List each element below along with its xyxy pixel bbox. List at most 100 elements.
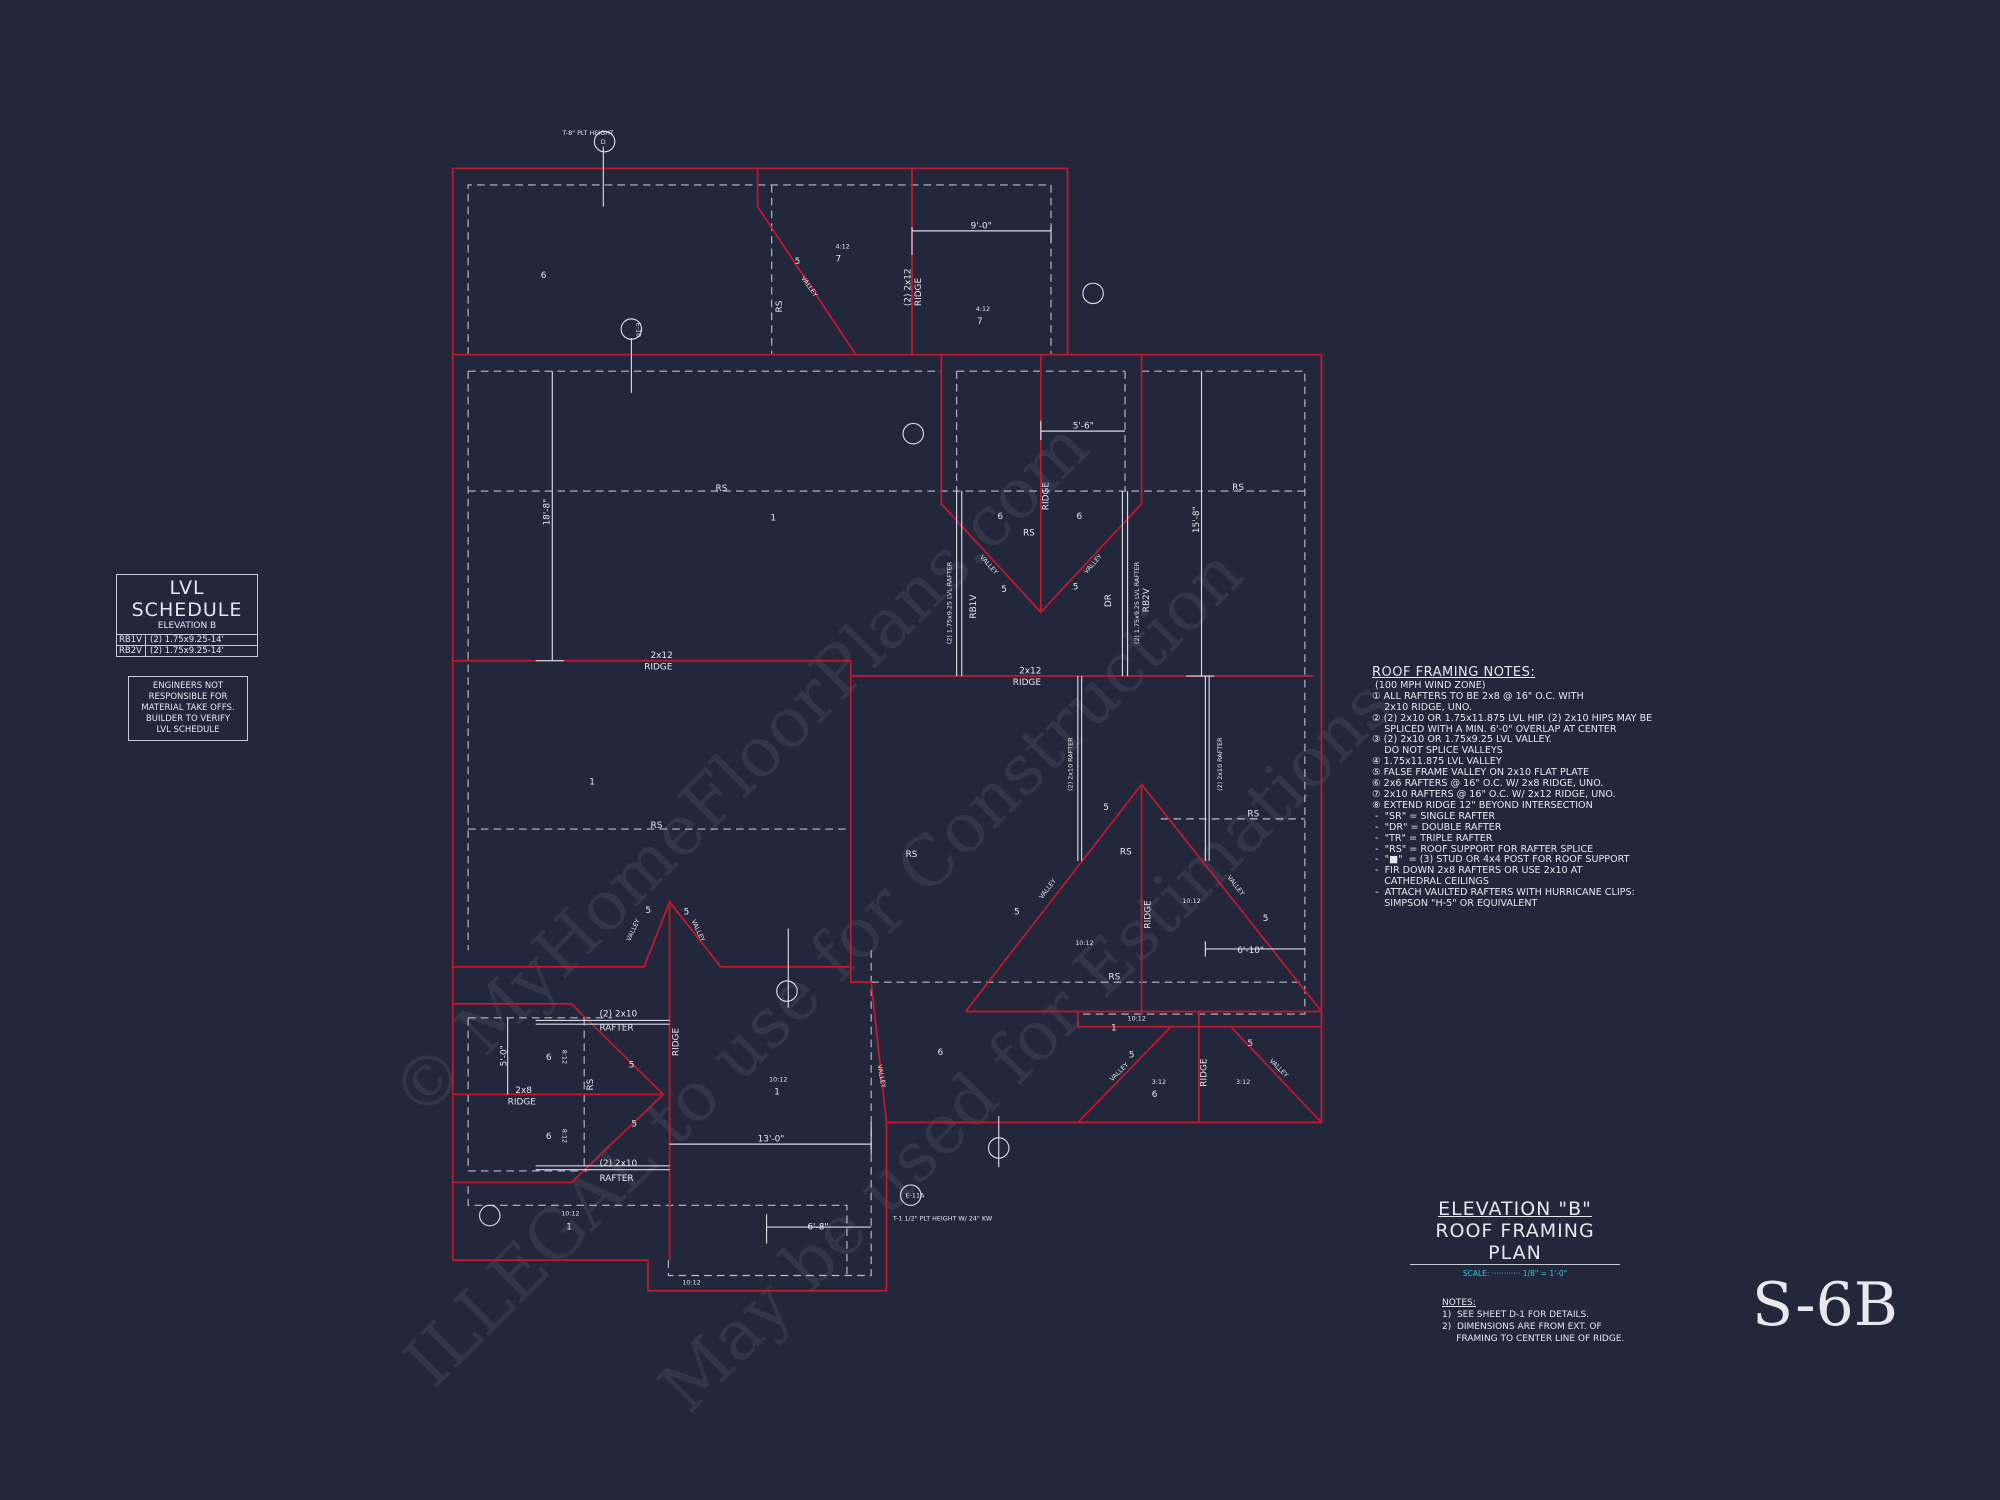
roof-note-item: ③ (2) 2x10 OR 1.75x9.25 LVL VALLEY. <box>1372 734 1552 746</box>
roof-note-item: ⑤ FALSE FRAME VALLEY ON 2x10 FLAT PLATE <box>1372 767 1590 779</box>
roof-note-item: - FIR DOWN 2x8 RAFTERS OR USE 2x10 AT <box>1372 865 1583 877</box>
rs-label: RS <box>586 1078 596 1090</box>
note-callout: 5 <box>795 257 801 267</box>
ridge-label: RIDGE <box>1144 900 1154 929</box>
pitch-label: 10:12 <box>1075 939 1093 947</box>
roof-note-item: CATHEDRAL CEILINGS <box>1372 876 1489 888</box>
section-markers: D E-11A E-10 <box>479 130 1104 1227</box>
section-marker-label: D <box>601 138 606 146</box>
rafter-label: (2) 2x10 RAFTER <box>1216 737 1224 791</box>
rafter-label: (2) 2x10 RAFTER <box>1067 737 1075 791</box>
ridge-size-label: (2) 2x12 <box>904 268 914 306</box>
note-callout: 1 <box>770 513 776 523</box>
rs-label: RS <box>1108 973 1120 983</box>
pitch-label: 10:12 <box>769 1076 787 1084</box>
plate-height-label: T-8" PLT HEIGHT <box>562 129 614 137</box>
disclaimer-line: LVL SCHEDULE <box>156 725 220 735</box>
pitch-label: 3:12 <box>1152 1078 1166 1086</box>
lvl-rafter-label: (2) 1.75x9.25 LVL RAFTER <box>946 561 954 644</box>
rs-label: RS <box>775 300 785 312</box>
rs-label: RS <box>906 850 918 860</box>
roof-notes-title: ROOF FRAMING NOTES: <box>1372 665 1536 680</box>
pitch-label: 8:12 <box>561 1129 569 1143</box>
lvl-schedule-title: LVL SCHEDULE <box>131 577 243 621</box>
roof-note-item: SPLICED WITH A MIN. 6'-0" OVERLAP AT CEN… <box>1372 723 1617 735</box>
roof-framing-notes: ROOF FRAMING NOTES: (100 MPH WIND ZONE)①… <box>1372 665 1652 910</box>
roof-note-item: - "RS" = ROOF SUPPORT FOR RAFTER SPLICE <box>1372 843 1594 855</box>
ridge-label: RIDGE <box>914 278 924 307</box>
pitch-label: 10:12 <box>1128 1014 1146 1022</box>
section-marker[interactable] <box>479 1204 501 1227</box>
roof-note-item: 2x10 RIDGE, UNO. <box>1372 701 1473 713</box>
rs-label: RS <box>1120 848 1132 858</box>
lvl-schedule-row: RB2V (2) 1.75x9.25-14' <box>117 645 257 656</box>
note-callout: 6 <box>1077 512 1083 522</box>
note-callout: 5 <box>1247 1039 1253 1049</box>
valley-label: VALLEY <box>876 1064 888 1088</box>
ridge-label: RIDGE <box>644 663 673 673</box>
pitch-label: 4:12 <box>976 305 990 313</box>
section-marker-label: E-11A <box>906 1192 925 1200</box>
general-notes: NOTES: 1) SEE SHEET D-1 FOR DETAILS. 2) … <box>1442 1297 1624 1345</box>
section-marker[interactable] <box>593 130 616 153</box>
dimension-label: 18'-8" <box>543 499 553 526</box>
beam-tag: RB1V <box>969 594 979 619</box>
ridge-label: RIDGE <box>508 1098 537 1108</box>
watermark: © MyHomeFloorPlans.com ILLEGAL to use fo… <box>376 406 1407 1427</box>
section-marker[interactable] <box>620 318 643 340</box>
dimension-label: 5'-6" <box>1073 422 1094 432</box>
drawing-scale: SCALE: ············ 1/8" = 1'-0" <box>1462 1269 1568 1278</box>
roof-note-item: - "DR" = DOUBLE RAFTER <box>1372 821 1502 833</box>
section-marker-label: E-10 <box>634 323 642 337</box>
section-marker[interactable] <box>776 980 798 1002</box>
note-callout: 6 <box>938 1048 944 1058</box>
note-callout: 1 <box>566 1223 572 1233</box>
note-callout: 5 <box>1129 1050 1135 1060</box>
ridge-label: RIDGE <box>672 1028 682 1057</box>
roof-note-item: ⑥ 2x6 RAFTERS @ 16" O.C. W/ 2x8 RIDGE, U… <box>1372 778 1604 790</box>
rafter-label: (2) 2x10 <box>599 1159 637 1169</box>
section-marker[interactable] <box>987 1137 1010 1159</box>
dimension-label: 9'-0" <box>971 221 992 231</box>
rafter-label: RAFTER <box>599 1174 633 1184</box>
pitch-label: 10:12 <box>1182 897 1200 905</box>
ridge-label: RIDGE <box>1200 1058 1210 1087</box>
note-callout: 5 <box>1073 582 1079 592</box>
lvl-schedule-row: RB1V (2) 1.75x9.25-14' <box>117 634 257 645</box>
engineer-disclaimer: ENGINEERS NOT RESPONSIBLE FOR MATERIAL T… <box>128 676 248 741</box>
dimension-label: 6'-10" <box>1237 946 1264 956</box>
dimension-label: 13'-0" <box>758 1135 785 1145</box>
beam-mark: RB1V <box>117 635 146 645</box>
rs-label: RS <box>1023 529 1035 539</box>
note-callout: 1 <box>589 777 595 787</box>
ridge-label: RIDGE <box>1041 482 1051 511</box>
beam-spec: (2) 1.75x9.25-14' <box>150 646 224 656</box>
lvl-schedule-table: LVL SCHEDULE ELEVATION B RB1V (2) 1.75x9… <box>116 574 258 657</box>
rs-label: RS <box>1232 483 1244 493</box>
section-marker[interactable] <box>1082 282 1104 305</box>
section-marker[interactable] <box>902 422 925 445</box>
roof-note-item: - "TR" = TRIPLE RAFTER <box>1372 832 1493 844</box>
sheet-number: S-6B <box>1752 1270 1898 1340</box>
dimension-label: 6'-8" <box>807 1223 828 1233</box>
roof-outline <box>451 167 1323 1292</box>
note-callout: 5 <box>631 1119 637 1129</box>
roof-note-item: - "■" = (3) STUD OR 4x4 POST FOR ROOF SU… <box>1372 854 1630 866</box>
rafter-label: (2) 2x10 <box>599 1010 637 1020</box>
section-marker[interactable] <box>899 1184 922 1206</box>
general-note: 1) SEE SHEET D-1 FOR DETAILS. <box>1442 1310 1590 1320</box>
drawing-title-line-2: ROOF FRAMING PLAN <box>1410 1220 1620 1265</box>
note-callout: 5 <box>1001 585 1007 595</box>
disclaimer-line: ENGINEERS NOT <box>152 681 224 691</box>
ridge-size-label: 2x12 <box>651 651 673 661</box>
note-callout: 5 <box>1263 914 1269 924</box>
wall-lines <box>467 184 1306 1277</box>
lvl-rafter-label: (2) 1.75x9.25 LVL RAFTER <box>1133 561 1141 644</box>
roof-note-item: DO NOT SPLICE VALLEYS <box>1372 745 1503 757</box>
pitch-label: 4:12 <box>835 243 849 251</box>
note-callout: 5 <box>645 906 651 916</box>
roof-note-item: ① ALL RAFTERS TO BE 2x8 @ 16" O.C. WITH <box>1372 690 1584 702</box>
note-callout: 7 <box>977 317 983 327</box>
